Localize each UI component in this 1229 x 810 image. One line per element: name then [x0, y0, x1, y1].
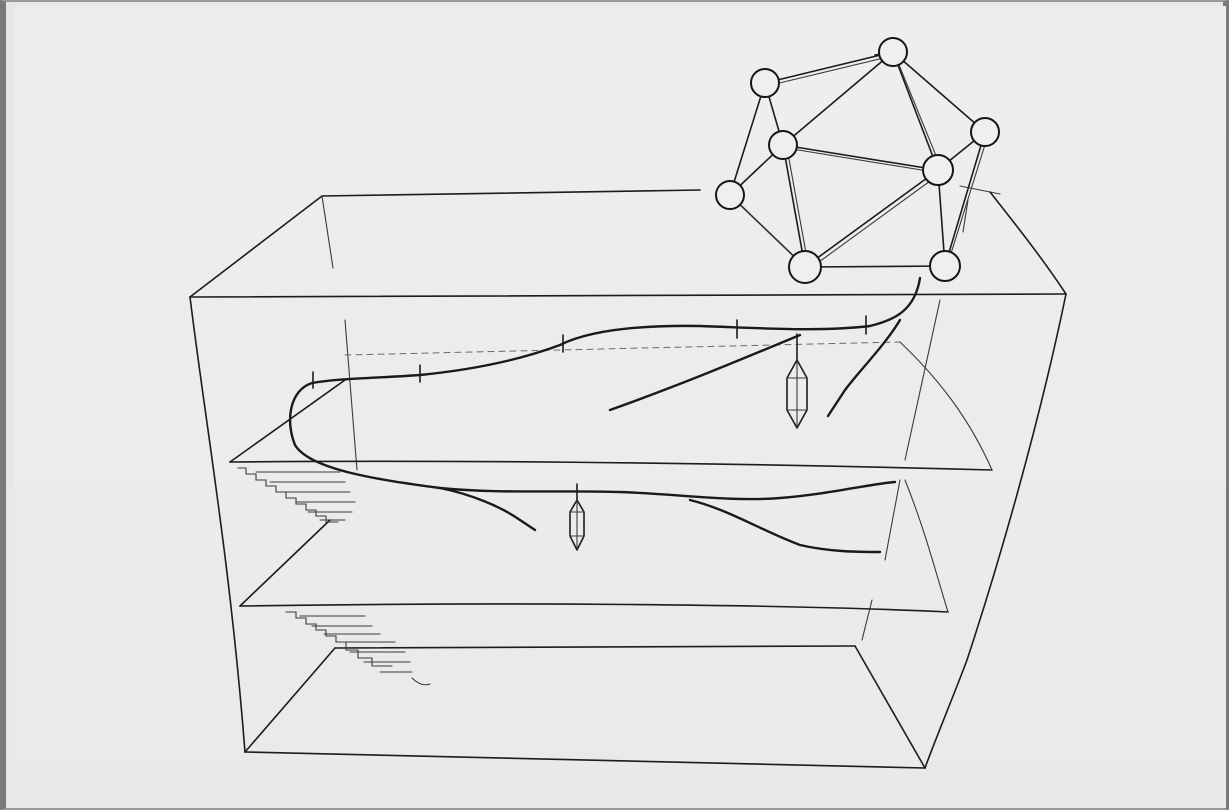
- box-top-front-edge: [190, 294, 1066, 297]
- molecule-node: [923, 155, 953, 185]
- box-top-right-edge: [990, 192, 1066, 294]
- box-front-left-edge: [190, 297, 245, 752]
- molecule-node: [930, 251, 960, 281]
- molecule-node: [751, 69, 779, 97]
- molecule-node: [879, 38, 907, 66]
- crystal-lower: [570, 484, 584, 550]
- box-top-back-edge: [322, 190, 700, 196]
- molecule-node: [716, 181, 744, 209]
- box-bottom-front-edge: [245, 752, 925, 768]
- stair-hatch-lines: [256, 472, 355, 520]
- box-bottom-right-edge: [855, 646, 925, 768]
- rope-branch-right-down: [690, 500, 880, 552]
- crystal-upper-facets: [787, 360, 807, 428]
- shelves: [230, 342, 992, 612]
- crystal-upper: [787, 334, 807, 428]
- molecule-nodes: [716, 38, 999, 283]
- middle-shelf-front: [240, 604, 948, 612]
- upper-shelf-back: [345, 342, 900, 355]
- box-bottom-left-edge: [245, 648, 335, 752]
- box-front-right-edge: [925, 294, 1066, 768]
- box-back-right-edge-lower: [862, 300, 940, 640]
- rope-branch-left-down: [440, 488, 535, 530]
- stair-steps: [238, 468, 338, 522]
- box-back-left-edge-lower: [345, 320, 357, 470]
- middle-shelf-left: [240, 520, 330, 606]
- molecule-node: [769, 131, 797, 159]
- stair-steps-lower: [286, 612, 392, 666]
- molecule-structure: [716, 38, 999, 283]
- box-back-left-edge: [322, 196, 333, 268]
- middle-shelf-right: [905, 480, 948, 612]
- stair-hatching-upper: [238, 468, 355, 522]
- upper-shelf-right: [900, 342, 992, 470]
- stair-hatch-lines-lower: [300, 616, 412, 672]
- stair-tail: [412, 678, 430, 685]
- rope-branch-diagonal: [610, 335, 800, 410]
- upper-shelf-left: [230, 380, 345, 462]
- molecule-node: [971, 118, 999, 146]
- rope: [290, 278, 920, 552]
- box-top-back-edge-right: [960, 186, 1000, 194]
- box-bottom-back-edge: [335, 646, 855, 648]
- molecule-node: [789, 251, 821, 283]
- upper-shelf-front: [230, 461, 992, 470]
- rope-branch-right: [828, 320, 900, 416]
- box-top-left-edge: [190, 196, 322, 297]
